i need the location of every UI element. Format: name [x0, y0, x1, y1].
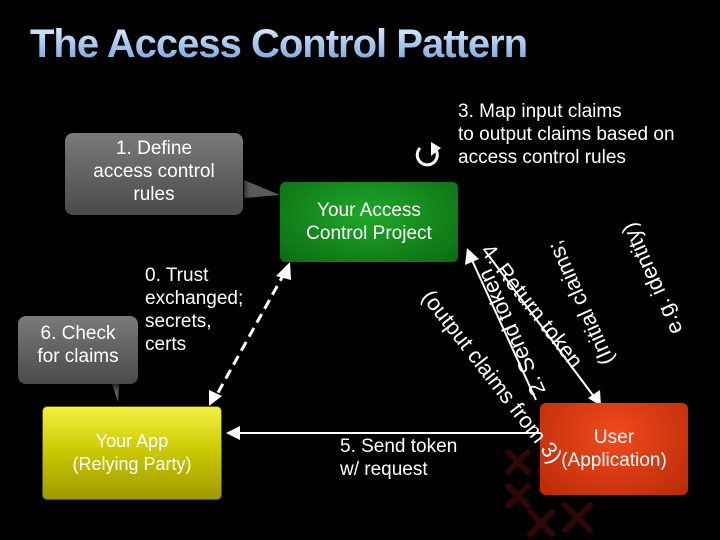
- step5-line-1: 5. Send token: [340, 436, 458, 457]
- relying-party-line-1: Your App: [95, 431, 169, 451]
- access-control-project-box[interactable]: Your Access Control Project: [280, 182, 458, 262]
- step5-text: 5. Send token w/ request: [340, 435, 510, 481]
- send-token-arrowhead: [226, 426, 240, 440]
- step1-callout-pointer: [244, 180, 280, 198]
- step1-line-3: rules: [133, 184, 175, 205]
- step1-line-1: 1. Define: [115, 138, 193, 159]
- step0-text: 0. Trust exchanged; secrets, certs: [145, 264, 275, 356]
- relying-party-box[interactable]: Your App (Relying Party): [42, 406, 222, 500]
- step1-line-2: access control: [93, 161, 215, 182]
- relying-party-line-2: (Relying Party): [72, 454, 192, 474]
- step0-line-3: secrets,: [145, 311, 212, 332]
- step4-arrow: [485, 251, 596, 399]
- user-application-box[interactable]: User (Application): [540, 403, 688, 495]
- control-project-line-2: Control Project: [306, 223, 432, 244]
- trust-arrowhead-top: [276, 262, 291, 280]
- step6-line-2: for claims: [37, 346, 119, 367]
- circular-arrow-icon: [415, 142, 441, 167]
- step3-text: 3. Map input claims to output claims bas…: [458, 100, 718, 169]
- step6-line-1: 6. Check: [40, 323, 116, 344]
- step4-arrowhead: [588, 390, 601, 406]
- step0-line-1: 0. Trust: [145, 265, 209, 286]
- step1-callout: 1. Define access control rules: [65, 133, 243, 215]
- trust-arrow: [213, 271, 287, 399]
- user-line-1: User: [593, 427, 635, 448]
- trust-arrowhead-bottom: [209, 390, 222, 406]
- step2-arrow: [470, 257, 537, 401]
- step0-line-2: exchanged;: [145, 288, 244, 309]
- step6-callout: 6. Check for claims: [18, 316, 138, 384]
- step3-line-3: access control rules: [458, 147, 626, 168]
- control-project-line-1: Your Access: [317, 200, 421, 221]
- user-line-2: (Application): [561, 450, 667, 471]
- step3-line-2: to output claims based on: [458, 124, 675, 145]
- page-title: The Access Control Pattern: [30, 22, 528, 66]
- step5-line-2: w/ request: [340, 459, 428, 480]
- step0-line-4: certs: [145, 334, 187, 355]
- step2-arrowhead: [465, 248, 479, 265]
- step3-line-1: 3. Map input claims: [458, 101, 622, 122]
